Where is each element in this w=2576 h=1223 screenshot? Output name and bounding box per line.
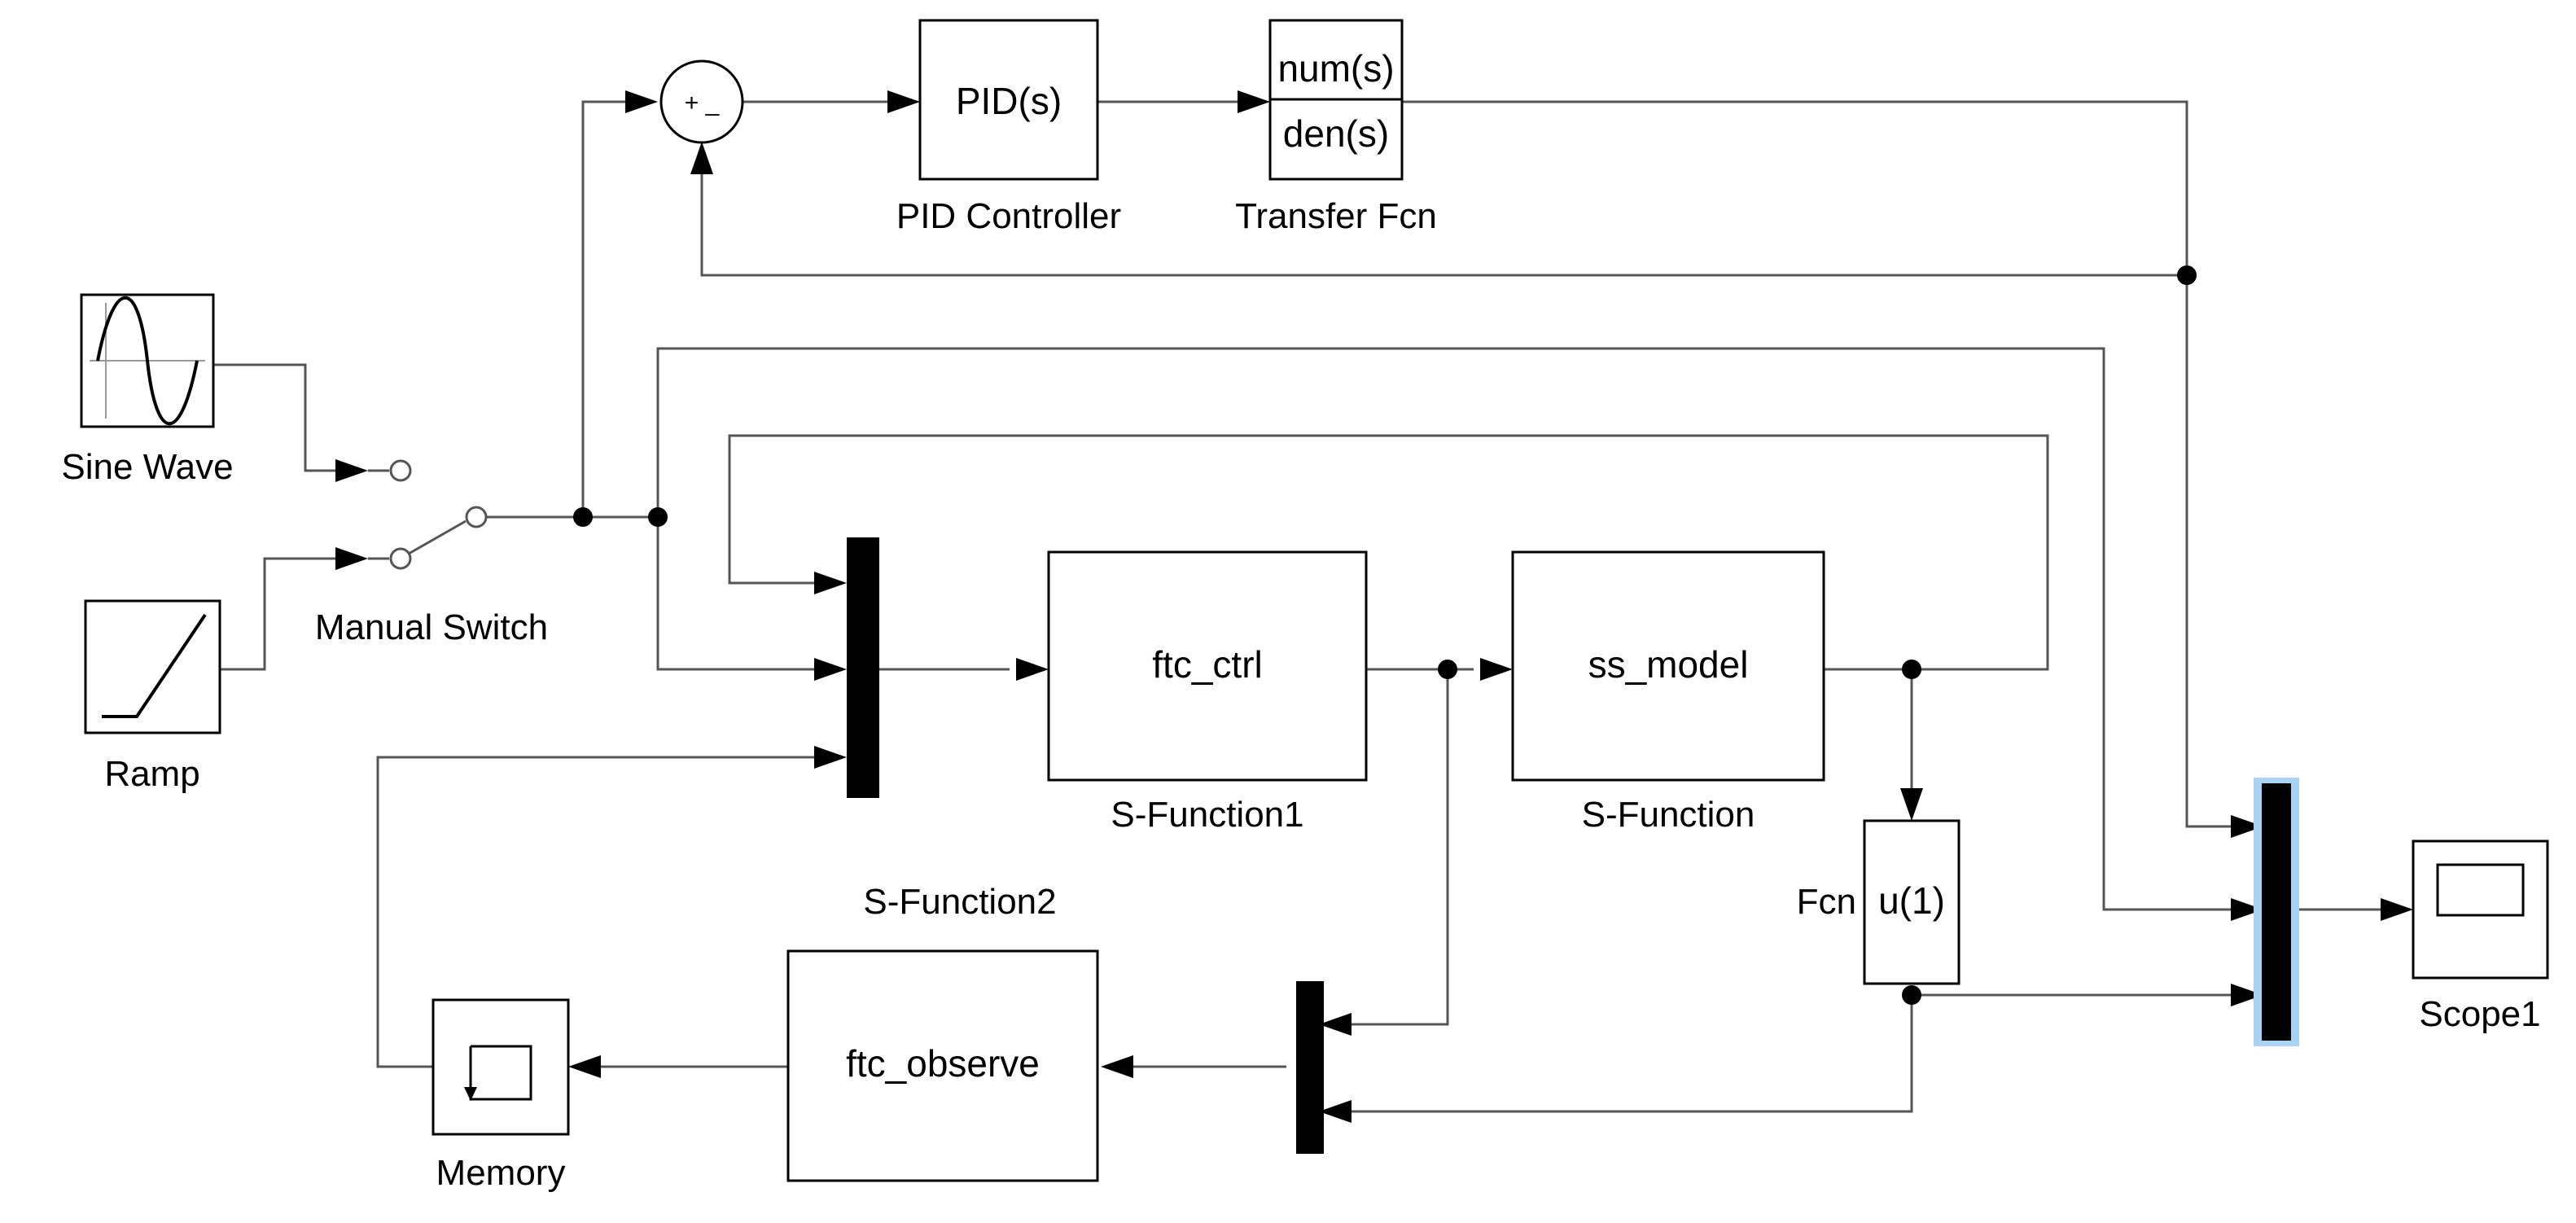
memory-arrow-icon xyxy=(464,1087,477,1101)
ramp-label: Ramp xyxy=(104,754,199,794)
s-function-label: S-Function xyxy=(1582,795,1755,835)
ftc-observe-box[interactable] xyxy=(786,949,1099,1182)
switch-lever[interactable] xyxy=(408,519,467,555)
ramp-block[interactable]: Ramp xyxy=(84,599,221,794)
sum-signs: + _ xyxy=(685,90,721,116)
switch-contact-lower[interactable] xyxy=(389,547,412,570)
arrow-obsmux-in2 xyxy=(1319,1100,1352,1123)
junction-reference xyxy=(648,507,668,527)
arrow-scopemux-in2 xyxy=(2231,898,2263,921)
arrow-sum-feedback xyxy=(690,142,713,174)
s-function2-block[interactable]: S-Function2 ftc_observe xyxy=(786,882,1099,1182)
ftc-observe-text: ftc_observe xyxy=(846,1042,1040,1085)
memory-block[interactable]: Memory xyxy=(432,998,570,1193)
junction-model-output xyxy=(1902,660,1921,679)
wire-sine-to-switch[interactable] xyxy=(213,363,342,472)
arrow-fcn-input xyxy=(1900,788,1923,821)
mux-scope-group[interactable] xyxy=(2254,778,2299,1046)
arrow-mux-in1 xyxy=(814,572,847,594)
scope-box[interactable] xyxy=(2412,839,2549,980)
sum-block[interactable]: + _ xyxy=(659,59,744,144)
arrow-ctrl-input xyxy=(1016,658,1049,681)
fcn-box[interactable] xyxy=(1863,819,1960,985)
sine-wave-icon xyxy=(96,296,199,426)
wire-ramp-to-switch[interactable] xyxy=(220,557,342,671)
ss-model-box[interactable] xyxy=(1511,550,1825,782)
tf-numerator: num(s) xyxy=(1277,47,1394,90)
ftc-ctrl-box[interactable] xyxy=(1047,550,1368,782)
arrow-model-input xyxy=(1480,658,1513,681)
arrow-scopemux-in3 xyxy=(2231,984,2263,1006)
pid-text: PID(s) xyxy=(956,80,1062,122)
branch-junctions xyxy=(573,265,2197,1005)
wire-reference-to-mux[interactable] xyxy=(656,517,814,671)
tf-denominator: den(s) xyxy=(1283,112,1389,155)
scope-screen-icon xyxy=(2436,863,2525,917)
arrow-pid-input xyxy=(887,90,920,113)
mux-observer[interactable] xyxy=(1296,981,1324,1154)
s-function1-label: S-Function1 xyxy=(1111,795,1303,835)
wire-state-loop-to-mux[interactable] xyxy=(728,434,2049,671)
pid-label: PID Controller xyxy=(896,196,1121,236)
fcn-text: u(1) xyxy=(1878,879,1945,922)
s-function1-block[interactable]: ftc_ctrl S-Function1 xyxy=(1047,550,1368,835)
scope-label: Scope1 xyxy=(2419,994,2540,1034)
memory-box[interactable] xyxy=(432,998,570,1136)
junction-fcn-output xyxy=(1902,985,1921,1005)
fcn-label: Fcn xyxy=(1797,882,1856,922)
junction-switch-output xyxy=(573,507,593,527)
ramp-box[interactable] xyxy=(84,599,221,734)
junction-feedback xyxy=(2177,265,2197,285)
arrow-sine-switch xyxy=(335,459,368,482)
manual-switch-block[interactable]: Manual Switch xyxy=(315,459,548,647)
sine-label: Sine Wave xyxy=(61,447,233,487)
wire-fcn-to-observer-mux[interactable] xyxy=(1342,995,1913,1113)
pid-controller-block[interactable]: PID(s) PID Controller xyxy=(896,19,1121,236)
junction-ctrl-output xyxy=(1438,660,1457,679)
scope-block[interactable]: Scope1 xyxy=(2412,839,2549,1034)
ss-model-text: ss_model xyxy=(1588,643,1749,686)
wire-tf-to-scope-mux[interactable] xyxy=(1402,100,2231,828)
wire-ctrl-to-observer-mux[interactable] xyxy=(1342,669,1449,1026)
arrow-scopemux-in1 xyxy=(2231,815,2263,838)
signal-wires xyxy=(213,100,2385,1113)
pid-box[interactable] xyxy=(918,19,1099,181)
mux-main[interactable] xyxy=(847,537,879,798)
wire-feedback-to-sum[interactable] xyxy=(700,173,2187,277)
arrow-obsmux-in1 xyxy=(1319,1013,1352,1036)
sine-wave-block[interactable]: Sine Wave xyxy=(61,293,234,487)
ftc-ctrl-text: ftc_ctrl xyxy=(1152,643,1262,686)
s-function-block[interactable]: ss_model S-Function xyxy=(1511,550,1825,835)
transfer-fcn-block[interactable]: num(s) den(s) Transfer Fcn xyxy=(1235,19,1437,236)
arrow-memory-input xyxy=(568,1055,601,1078)
switch-label: Manual Switch xyxy=(315,607,548,647)
arrow-observe-input xyxy=(1101,1055,1133,1078)
arrow-sum-input xyxy=(625,90,658,113)
switch-contact-upper[interactable] xyxy=(389,459,412,482)
wire-to-sum[interactable] xyxy=(581,100,635,517)
wire-reference-to-scope-mux[interactable] xyxy=(656,347,2231,911)
arrow-mux-in3 xyxy=(814,746,847,769)
s-function2-label: S-Function2 xyxy=(863,882,1056,922)
switch-pivot xyxy=(465,506,488,528)
mux-scope[interactable] xyxy=(2262,783,2291,1041)
memory-label: Memory xyxy=(436,1153,566,1193)
tf-label: Transfer Fcn xyxy=(1235,196,1437,236)
arrow-tf-input xyxy=(1238,90,1270,113)
memory-delay-icon xyxy=(469,1045,532,1101)
wire-memory-to-mux[interactable] xyxy=(376,756,814,1068)
wire-fcn-to-scope-mux[interactable] xyxy=(1910,989,2231,997)
fcn-block[interactable]: u(1) Fcn xyxy=(1797,819,1960,985)
arrowheads xyxy=(335,90,2413,1123)
ramp-icon xyxy=(102,613,207,718)
arrow-ramp-switch xyxy=(335,547,368,570)
arrow-mux-in2 xyxy=(814,658,847,681)
sum-circle[interactable] xyxy=(659,59,744,144)
arrow-scope-input xyxy=(2381,898,2413,921)
